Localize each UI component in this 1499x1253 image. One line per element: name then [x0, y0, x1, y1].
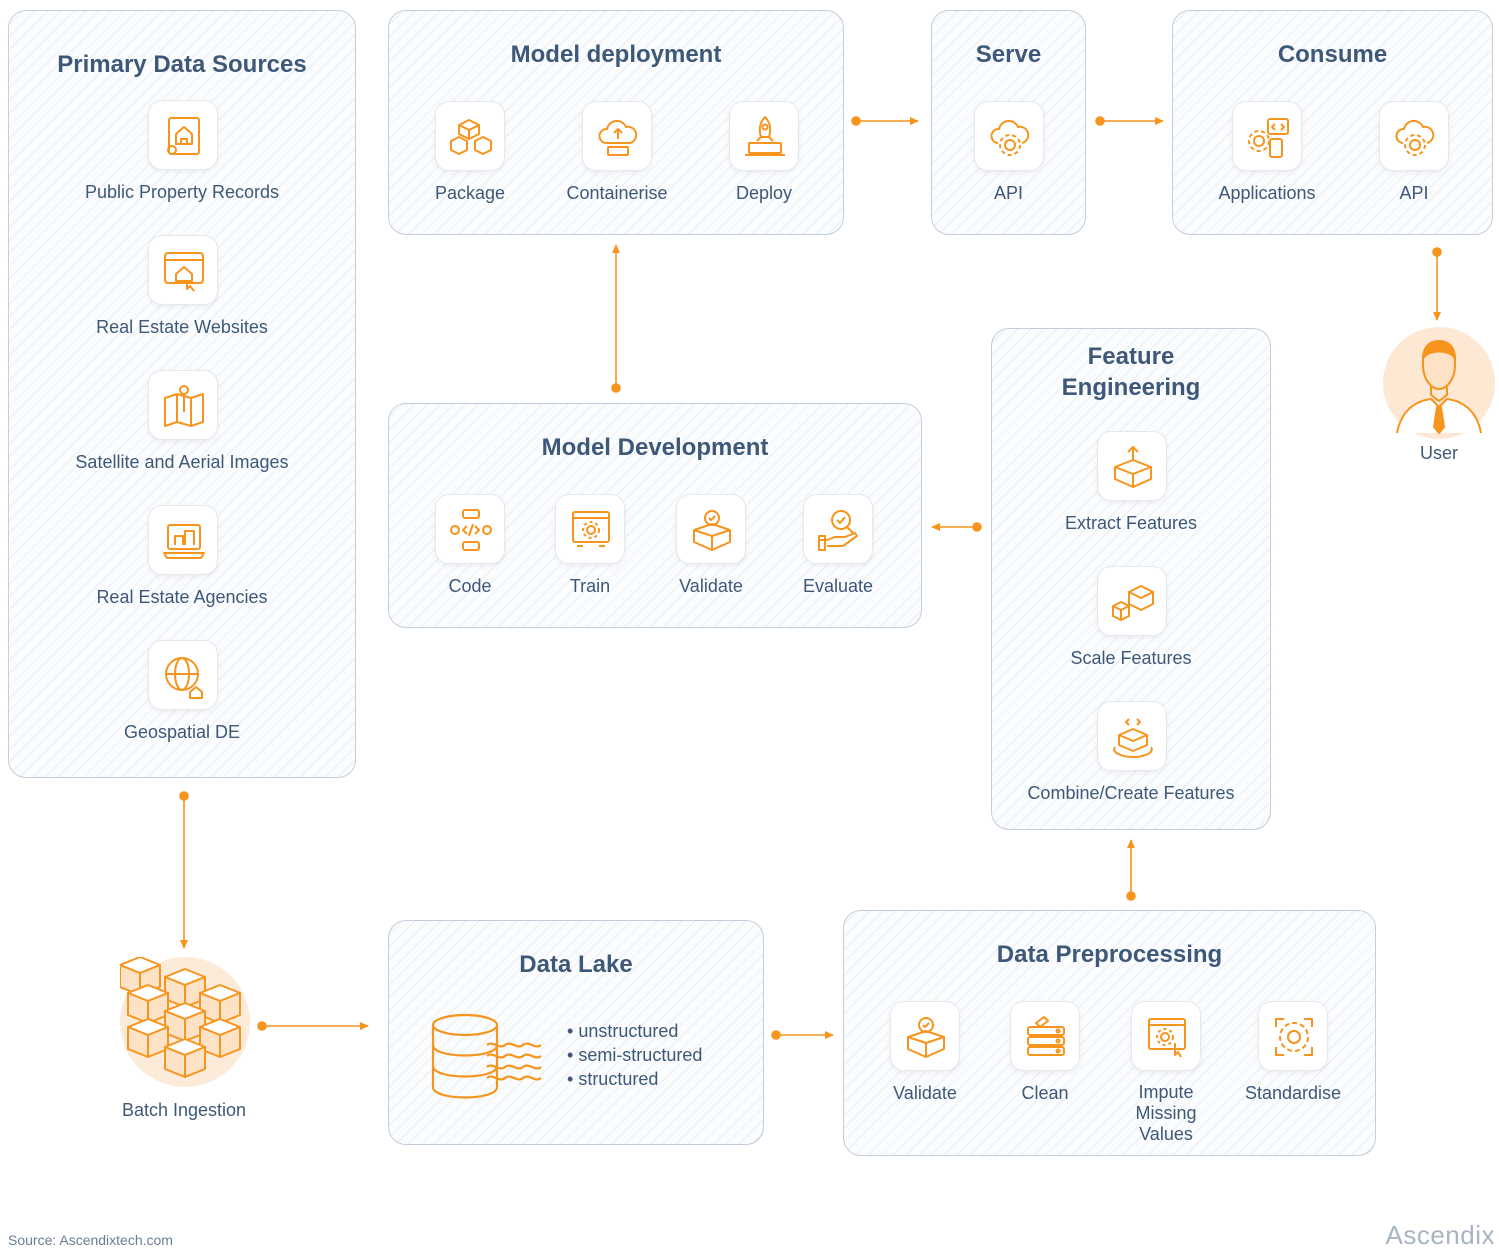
agency-laptop-icon — [148, 505, 218, 575]
validate-box-icon — [676, 494, 746, 564]
user-avatar-icon — [1383, 327, 1495, 439]
database-icon — [431, 1013, 542, 1099]
source-credit: Source: Ascendixtech.com — [8, 1232, 173, 1248]
source-label: Public Property Records — [84, 182, 280, 202]
panel-title-line1: Feature — [1087, 343, 1175, 370]
serve-label: API — [993, 183, 1023, 203]
consume-label: API — [1399, 183, 1429, 203]
validate-box-icon — [890, 1001, 960, 1071]
preprocessing-label: Clean — [1021, 1083, 1069, 1103]
panel-title: Consume — [1277, 41, 1388, 68]
feature-label: Combine/Create Features — [1027, 783, 1235, 803]
scale-boxes-icon — [1097, 566, 1167, 636]
train-icon — [555, 494, 625, 564]
source-label: Real Estate Websites — [96, 317, 268, 337]
deployment-label: Package — [434, 183, 506, 203]
standardise-icon — [1258, 1001, 1328, 1071]
development-label: Code — [448, 576, 492, 596]
source-label: Geospatial DE — [123, 722, 241, 742]
panel-title: Serve — [975, 41, 1042, 68]
globe-icon — [148, 640, 218, 710]
model-development-panel: Model Development Code Train Validate Ev… — [388, 403, 922, 628]
property-records-icon — [148, 100, 218, 170]
model-deployment-panel: Model deployment Package Containerise De… — [388, 10, 844, 235]
bullet-item: structured — [567, 1067, 702, 1091]
panel-title: Data Lake — [519, 951, 633, 978]
bullet-item: unstructured — [567, 1019, 702, 1043]
preprocessing-label: Validate — [893, 1083, 957, 1103]
serve-panel: Serve API — [931, 10, 1086, 235]
bullet-item: semi-structured — [567, 1043, 702, 1067]
consume-panel: Consume Applications API — [1172, 10, 1493, 235]
impute-icon — [1131, 1001, 1201, 1071]
container-cloud-icon — [582, 101, 652, 171]
cubes-icon — [119, 956, 250, 1087]
deployment-label: Deploy — [735, 183, 793, 203]
development-label: Validate — [679, 576, 743, 596]
brand-logo: Ascendix — [1385, 1220, 1495, 1250]
preprocessing-label: Standardise — [1244, 1083, 1342, 1103]
applications-icon — [1232, 101, 1302, 171]
data-lake-bullets: unstructured semi-structured structured — [567, 1019, 702, 1091]
development-label: Evaluate — [802, 576, 874, 596]
rocket-icon — [729, 101, 799, 171]
source-label: Satellite and Aerial Images — [75, 452, 289, 472]
preprocessing-label: Impute Missing Values — [1135, 1082, 1197, 1144]
panel-title: Data Preprocessing — [996, 941, 1223, 968]
consume-label: Applications — [1218, 183, 1316, 203]
panel-title: Model deployment — [510, 41, 722, 68]
user-label: User — [1419, 443, 1458, 463]
feature-label: Scale Features — [1070, 648, 1192, 668]
batch-label: Batch Ingestion — [121, 1100, 247, 1120]
combine-box-icon — [1097, 701, 1167, 771]
clean-brush-icon — [1010, 1001, 1080, 1071]
code-icon — [435, 494, 505, 564]
source-label: Real Estate Agencies — [96, 587, 268, 607]
primary-data-sources-panel: Primary Data Sources Public Property Rec… — [8, 10, 356, 778]
package-icon — [435, 101, 505, 171]
feature-label: Extract Features — [1064, 513, 1198, 533]
panel-title: Primary Data Sources — [57, 51, 307, 78]
data-preprocessing-panel: Data Preprocessing Validate Clean Impute… — [843, 910, 1376, 1156]
cloud-gear-icon — [974, 101, 1044, 171]
panel-title-line2: Engineering — [1061, 374, 1201, 401]
website-icon — [148, 235, 218, 305]
data-lake-panel: Data Lake unstructured semi-structured s… — [388, 920, 764, 1145]
evaluate-icon — [803, 494, 873, 564]
development-label: Train — [569, 576, 611, 596]
panel-title: Model Development — [541, 434, 769, 461]
deployment-label: Containerise — [566, 183, 668, 203]
extract-box-icon — [1097, 431, 1167, 501]
feature-engineering-panel: Feature Engineering Extract Features Sca… — [991, 328, 1271, 830]
cloud-gear-icon — [1379, 101, 1449, 171]
map-icon — [148, 370, 218, 440]
